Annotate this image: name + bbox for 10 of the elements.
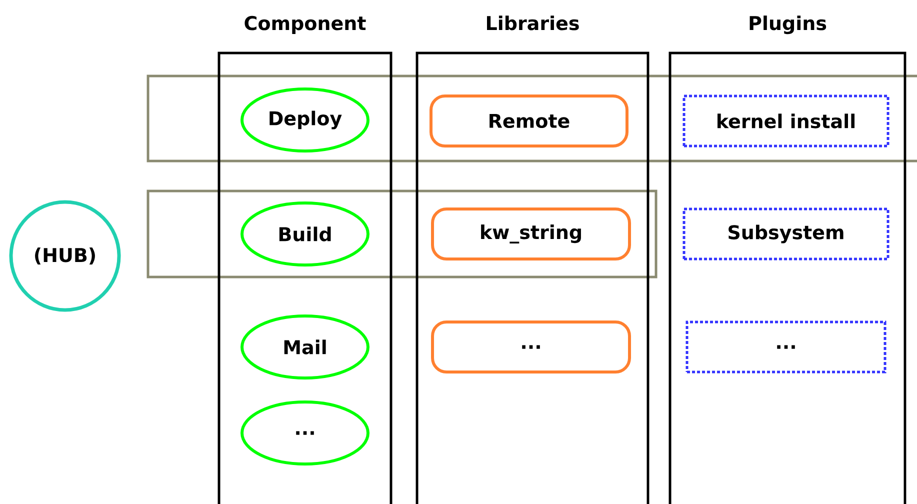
- ellipse-node: ...: [240, 400, 370, 466]
- plugin-box: kernel install: [682, 94, 890, 148]
- ellipse-node: Build: [240, 202, 370, 266]
- library-box: Remote: [430, 94, 628, 148]
- plugin-box: ...: [686, 320, 886, 374]
- plugin-box: Subsystem: [682, 208, 890, 260]
- library-box: ...: [431, 320, 631, 374]
- ellipse-node: Mail: [240, 314, 370, 380]
- ellipse-node: Deploy: [240, 88, 370, 152]
- library-box: kw_string: [431, 208, 631, 260]
